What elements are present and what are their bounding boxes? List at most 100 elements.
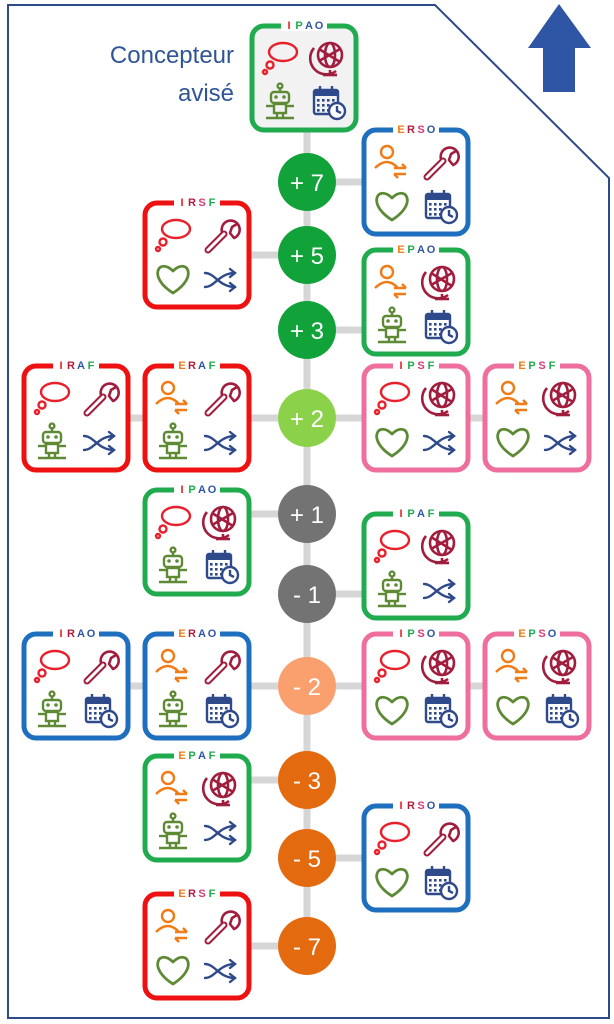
heart-icon bbox=[375, 695, 409, 726]
score-node-circle bbox=[278, 389, 336, 447]
calendar-icon bbox=[205, 550, 240, 585]
calendar-icon bbox=[545, 694, 580, 729]
wrench-icon bbox=[204, 219, 241, 254]
robot-icon bbox=[38, 690, 66, 728]
globe-icon bbox=[420, 381, 456, 417]
score-node-label: + 3 bbox=[290, 318, 324, 345]
score-node-circle bbox=[278, 485, 336, 543]
people-exchange-icon bbox=[495, 648, 528, 683]
robot-icon bbox=[378, 570, 406, 608]
heart-icon bbox=[156, 955, 190, 986]
profile-card-frame bbox=[361, 363, 471, 473]
score-node: + 3 bbox=[278, 301, 336, 359]
thought-bubble-icon bbox=[33, 381, 71, 416]
shuffle-icon bbox=[203, 267, 237, 293]
card-code-background bbox=[174, 887, 220, 899]
shuffle-icon bbox=[203, 820, 237, 846]
card-code-background bbox=[514, 359, 560, 371]
robot-icon bbox=[159, 422, 187, 460]
calendar-icon bbox=[424, 310, 459, 345]
heart-icon bbox=[496, 695, 530, 726]
score-node-label: + 7 bbox=[290, 170, 324, 197]
score-node-circle bbox=[278, 153, 336, 211]
score-node: - 3 bbox=[278, 751, 336, 809]
title-line-1: Concepteur bbox=[109, 42, 234, 69]
robot-icon bbox=[378, 306, 406, 344]
score-node-label: - 5 bbox=[293, 846, 321, 873]
calendar-icon bbox=[424, 190, 459, 225]
wrench-icon bbox=[423, 822, 460, 857]
score-node-label: - 3 bbox=[293, 768, 321, 795]
score-node: - 7 bbox=[278, 917, 336, 975]
up-arrow-icon bbox=[528, 4, 591, 92]
card-code-background bbox=[393, 359, 439, 371]
score-node: - 1 bbox=[278, 565, 336, 623]
calendar-icon bbox=[84, 694, 119, 729]
score-node-label: + 5 bbox=[290, 243, 324, 270]
thought-bubble-icon bbox=[373, 821, 411, 856]
card-code-background bbox=[514, 627, 560, 639]
wrench-icon bbox=[83, 650, 120, 685]
card-code-background bbox=[281, 19, 327, 31]
people-exchange-icon bbox=[155, 770, 188, 805]
globe-icon bbox=[420, 649, 456, 685]
card-code-background bbox=[53, 359, 99, 371]
robot-icon bbox=[38, 422, 66, 460]
heart-icon bbox=[375, 191, 409, 222]
globe-icon bbox=[420, 265, 456, 301]
calendar-icon bbox=[312, 86, 347, 121]
robot-icon bbox=[159, 812, 187, 850]
score-node-circle bbox=[278, 301, 336, 359]
profile-card-frame bbox=[142, 891, 252, 1001]
card-code-background bbox=[393, 243, 439, 255]
calendar-icon bbox=[424, 866, 459, 901]
wrench-icon bbox=[204, 382, 241, 417]
thought-bubble-icon bbox=[33, 649, 71, 684]
people-exchange-icon bbox=[374, 264, 407, 299]
wrench-icon bbox=[83, 382, 120, 417]
globe-icon bbox=[201, 505, 237, 541]
score-node-label: - 1 bbox=[293, 582, 321, 609]
card-code-background bbox=[393, 627, 439, 639]
robot-icon bbox=[159, 546, 187, 584]
robot-icon bbox=[159, 690, 187, 728]
score-node: + 1 bbox=[278, 485, 336, 543]
profile-card-frame bbox=[142, 753, 252, 863]
heart-icon bbox=[375, 427, 409, 458]
score-node-circle bbox=[278, 226, 336, 284]
profile-card-frame bbox=[142, 363, 252, 473]
score-node-circle bbox=[278, 829, 336, 887]
profile-card-frame bbox=[21, 363, 131, 473]
heart-icon bbox=[156, 264, 190, 295]
thought-bubble-icon bbox=[154, 218, 192, 253]
score-node-circle bbox=[278, 917, 336, 975]
card-code-background bbox=[174, 749, 220, 761]
